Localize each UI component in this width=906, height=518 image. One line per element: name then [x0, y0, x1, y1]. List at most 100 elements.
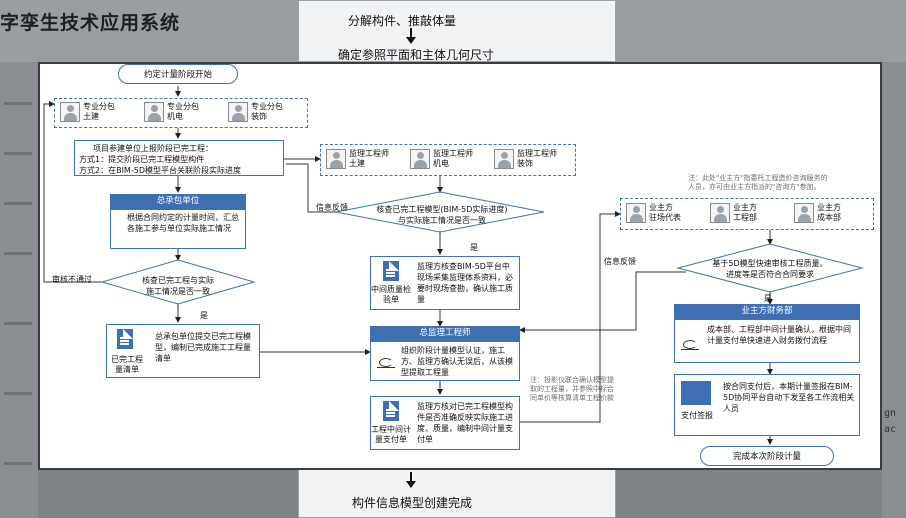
- background-right-text-1: gn: [884, 408, 897, 419]
- subcontractor-civil-role: 专业分包: [83, 102, 115, 111]
- decision-3-yes-label: 是: [764, 294, 772, 303]
- info-feedback-label-2: 信息反馈: [604, 257, 636, 266]
- caption-line-1: 中间质量检: [371, 285, 411, 294]
- owner-site-role: 业主方: [649, 203, 673, 212]
- supervisor-verify-text: 监理方核对已完工程模型构件是否准确反映实际施工进度、质量，编制中间计量支付单: [417, 402, 513, 444]
- owner-cost-dept: 业主方成本部: [794, 203, 841, 223]
- supervisor-civil: 监理工程师土建: [326, 149, 389, 169]
- supervisor-check-text: 监理方核查BIM-5D平台中现场采集监理体系资料，必要时现场查勘，确认施工质量: [417, 262, 513, 304]
- document-icon: [383, 261, 399, 281]
- caption-line-2: 量清单: [115, 365, 139, 374]
- caption-line-2: 验单: [383, 295, 399, 304]
- supervisor-decoration: 监理工程师装饰: [494, 149, 557, 169]
- person-icon: [410, 149, 430, 169]
- owner-group: [620, 198, 874, 230]
- finance-text: 成本部、工程部中间计量确认，根据中间计量支付单快速进入财务拨付流程: [707, 325, 851, 345]
- caption-line-2: 量支付单: [375, 435, 407, 444]
- contractor-header: 总承包单位: [110, 194, 246, 209]
- owner-cost-dept-label: 成本部: [817, 213, 841, 222]
- owner-eng-role: 业主方: [733, 203, 757, 212]
- decision-2-line2: 施工情况是否一致: [146, 287, 210, 296]
- decision-contract-compliance: 基于5D模型快速审核工程质量、 进度等是否符合合同要求: [696, 258, 844, 280]
- payment-text: 按合同支付后，本期计量签报在BIM-5D协同平台自动下发至各工作流相关人员: [723, 382, 855, 413]
- person-icon: [494, 149, 514, 169]
- supervisor-mep-trade: 机电: [433, 159, 449, 168]
- flow-connectors: [43, 86, 864, 445]
- background-step-decompose: 分解构件、推敲体量: [348, 14, 457, 28]
- flowchart-dialog[interactable]: 约定计量阶段开始 专业分包土建 专业分包机电 专业分包装饰 项目参建单位上报阶段…: [38, 62, 882, 470]
- note-quantity: 注：投影仪联合确认模型提 取的工程量，并参照中标合 同单价等核算清单工程价款: [530, 376, 640, 403]
- background-bottom-flow-panel: [298, 468, 616, 518]
- note-owner-line1: 注：此处"业主方"指委托工程造价咨询服务的: [688, 174, 828, 182]
- chief-supervisor-box: 组织阶段计量模型认证，施工方、监理方确认无误后，从该模型提取工程量: [370, 341, 520, 381]
- decision-2-yes-label: 是: [200, 311, 208, 320]
- note-owner: 注：此处"业主方"指委托工程造价咨询服务的 人员，亦可由业主方指派的"咨询方"参…: [688, 174, 874, 192]
- decision-2-line1: 核查已完工程与实际: [142, 276, 214, 285]
- decision-3-line2: 进度等是否符合合同要求: [726, 270, 814, 279]
- info-feedback-label-1: 信息反馈: [316, 203, 348, 212]
- subcontractor-mep-role: 专业分包: [167, 102, 199, 111]
- supervisor-decoration-trade: 装饰: [517, 159, 533, 168]
- finance-box: 成本部、工程部中间计量确认，根据中间计量支付单快速进入财务拨付流程: [674, 319, 860, 363]
- report-title: 项目参建单位上报阶段已完工程：: [93, 144, 213, 153]
- supervisor-mep-role: 监理工程师: [433, 149, 473, 158]
- decision-2-no-label: 审核不通过: [52, 275, 92, 284]
- supervisor-group: [320, 144, 576, 176]
- finance-header: 业主方财务部: [674, 304, 860, 319]
- completed-work-list-caption: 已完工程 量清单: [109, 355, 145, 375]
- decision-1-line2: 与实际施工情况是否一致: [398, 216, 486, 225]
- supervisor-mep: 监理工程师机电: [410, 149, 473, 169]
- supervisor-check-box: 中间质量检 验单 监理方核查BIM-5D平台中现场采集监理体系资料，必要时现场查…: [370, 256, 520, 310]
- contractor-text: 根据合同约定的计量时间，汇总各施工参与单位实际施工情况: [127, 213, 239, 233]
- contractor-submit-box: 已完工程 量清单 总承包单位提交已完工程模型，编制已完成施工工程量清单: [106, 324, 260, 378]
- subcontractor-group: [54, 98, 308, 128]
- person-icon: [626, 203, 646, 223]
- decision-model-consistency: 核查已完工程模型(BIM-5D实际进度) 与实际施工情况是否一致: [362, 204, 522, 226]
- decision-3-line1: 基于5D模型快速审核工程质量、: [712, 259, 828, 268]
- person-icon: [144, 102, 164, 122]
- signature-icon: [377, 356, 395, 368]
- payment-sign-caption: 支付签报: [681, 411, 713, 420]
- decision-1-line1: 核查已完工程模型(BIM-5D实际进度): [376, 205, 508, 214]
- supervisor-civil-role: 监理工程师: [349, 149, 389, 158]
- background-arrow: [406, 28, 416, 44]
- decision-1-yes-label: 是: [470, 243, 478, 252]
- chief-supervisor-text: 组织阶段计量模型认证，施工方、监理方确认无误后，从该模型提取工程量: [401, 346, 513, 377]
- note-quantity-line1: 注：投影仪联合确认模型提: [530, 376, 614, 384]
- payment-box: 支付签报 按合同支付后，本期计量签报在BIM-5D协同平台自动下发至各工作流相关…: [674, 374, 860, 436]
- subcontractor-decoration-trade: 装饰: [251, 112, 267, 121]
- subcontractor-mep: 专业分包机电: [144, 102, 199, 122]
- decision-work-consistency: 核查已完工程与实际 施工情况是否一致: [122, 275, 234, 297]
- background-step-reference: 确定参照平面和主体几何尺寸: [338, 48, 495, 62]
- person-icon: [228, 102, 248, 122]
- subcontractor-mep-trade: 机电: [167, 112, 183, 121]
- background-sidebar: [0, 62, 38, 518]
- person-icon: [60, 102, 80, 122]
- background-arrow-bottom: [406, 472, 416, 488]
- subcontractor-civil: 专业分包土建: [60, 102, 115, 122]
- background-top-flow-panel: [298, 0, 616, 62]
- report-method-2: 方式2：在BIM-5D模型平台关联阶段实际进度: [79, 166, 241, 175]
- subcontractor-decoration-role: 专业分包: [251, 102, 283, 111]
- note-owner-line2: 人员，亦可由业主方指派的"咨询方"参加。: [688, 183, 821, 191]
- stack-icon: [681, 381, 711, 405]
- supervisor-decoration-role: 监理工程师: [517, 149, 557, 158]
- person-icon: [326, 149, 346, 169]
- person-icon: [794, 203, 814, 223]
- caption-line-1: 工程中间计: [371, 425, 411, 434]
- document-icon: [117, 329, 133, 349]
- subcontractor-decoration: 专业分包装饰: [228, 102, 283, 122]
- contractor-box: 根据合同约定的计量时间，汇总各施工参与单位实际施工情况: [110, 209, 246, 249]
- end-terminal: 完成本次阶段计量: [700, 446, 834, 466]
- chief-supervisor-header: 总监理工程师: [370, 326, 520, 341]
- owner-eng-dept: 工程部: [733, 213, 757, 222]
- payment-slip-caption: 工程中间计 量支付单: [371, 425, 411, 445]
- owner-site-representative: 业主方驻场代表: [626, 203, 681, 223]
- supervisor-civil-trade: 土建: [349, 159, 365, 168]
- start-terminal: 约定计量阶段开始: [118, 64, 238, 84]
- note-quantity-line3: 同单价等核算清单工程价款: [530, 394, 614, 402]
- signature-icon: [681, 338, 699, 350]
- background-right-panel: [882, 62, 906, 518]
- app-title: 字孪生技术应用系统: [0, 12, 181, 34]
- owner-engineering-dept: 业主方工程部: [710, 203, 757, 223]
